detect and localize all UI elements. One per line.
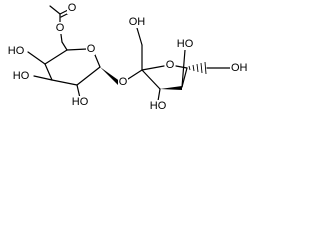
atom-label-glc-ring-o: O	[87, 43, 96, 55]
bond-fru-c3-c2	[141, 69, 161, 90]
bond-glc-c4-c5	[44, 49, 68, 65]
bond-glc-c1-c2	[76, 66, 101, 86]
bond-fru-c1-oh	[136, 27, 143, 46]
atom-label-fru-c1-oh: OH	[129, 16, 146, 28]
bond-glycosidic-fru-c2	[127, 69, 143, 80]
atom-fru-c1-oh: OH	[128, 16, 146, 28]
atom-acetyl-carbonyl-o: O	[67, 2, 77, 14]
atom-label-fru-c3-oh: HO	[150, 100, 167, 112]
atom-label-acetyl-carbonyl-o: O	[68, 2, 77, 14]
atom-glycosidic-o: O	[118, 76, 128, 88]
bonds	[27, 5, 231, 102]
wedge-fru-c3-c4	[160, 86, 182, 90]
atom-label-glc-c4-oh: HO	[8, 45, 25, 57]
atom-fru-c3-oh: HO	[149, 100, 167, 112]
bond-fru-c2-ringo	[141, 65, 165, 71]
bond-glc-c6-c5	[61, 41, 68, 51]
atom-glc-c4-oh: HO	[7, 45, 25, 57]
bond-glc-c4-oh	[27, 51, 46, 65]
bond-glc-o5-c1	[94, 54, 101, 68]
atom-label-fru-c6-oh: OH	[231, 62, 248, 74]
atom-label-fru-c2-oh: HO	[177, 38, 194, 50]
bond-acetyl-methyl	[49, 5, 61, 15]
hash-fru-c5-c6	[188, 61, 207, 75]
chemical-structure-diagram: O O O HO HO HO O OH	[7, 2, 250, 112]
atom-label-glycosidic-o: O	[119, 76, 128, 88]
wedge-glc-c1-glycosidic	[100, 67, 121, 85]
atom-label-fru-ring-o: O	[166, 59, 175, 71]
bond-fru-c4-oh	[181, 49, 186, 88]
atom-label-glc-c3-oh: HO	[13, 70, 30, 82]
bond-glc-c3-c4	[44, 63, 53, 81]
bond-glc-c5-o5	[66, 48, 88, 51]
atom-glc-c2-oh: HO	[71, 96, 89, 108]
atom-glc-ring-o: O	[86, 43, 96, 55]
atom-acetyl-ether-o: O	[55, 22, 65, 34]
atom-fru-ring-o: O	[165, 59, 175, 71]
bond-glc-c2-oh	[76, 84, 81, 99]
bond-glc-c3-oh	[33, 75, 53, 81]
bond-fru-ringo-c5	[175, 65, 188, 69]
atom-labels: O O O HO HO HO O OH	[7, 2, 250, 112]
atom-label-acetyl-ether-o: O	[56, 22, 65, 34]
bond-fru-c3-oh	[157, 88, 161, 102]
atom-label-glc-c2-oh: HO	[72, 96, 89, 108]
bond-glc-c2-c3	[51, 79, 78, 86]
atom-glc-c3-oh: HO	[12, 70, 30, 82]
atom-fru-c6-oh: OH	[230, 62, 250, 74]
atom-fru-c2-oh: HO	[176, 38, 194, 50]
